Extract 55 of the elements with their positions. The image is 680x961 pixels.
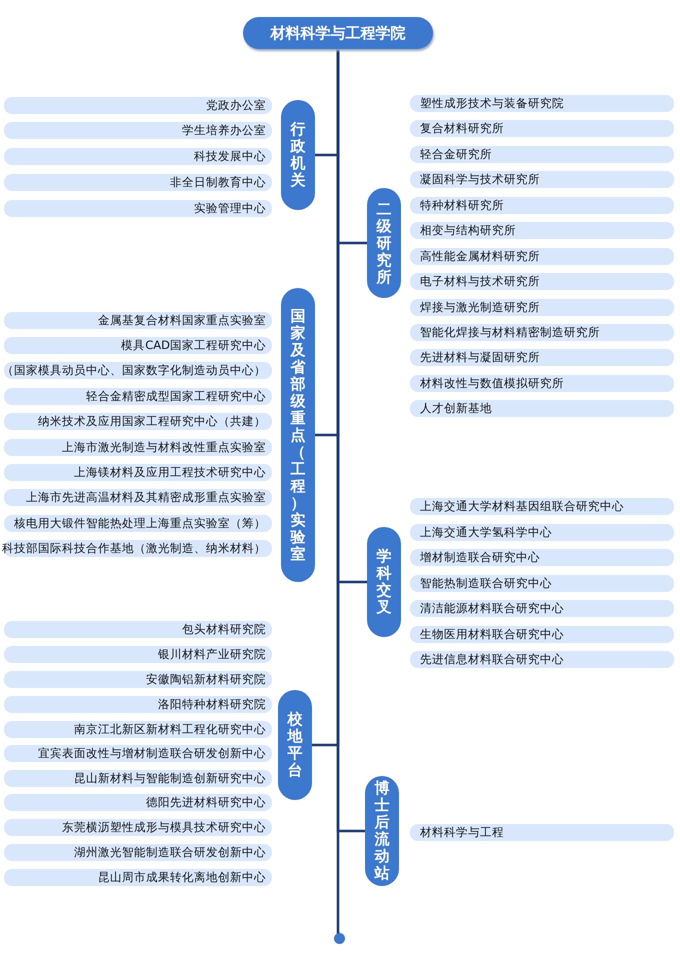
unit-bar: 科技发展中心 xyxy=(4,148,272,165)
unit-bar: 湖州激光智能制造联合研发创新中心 xyxy=(4,844,272,861)
category-pill: 行政机关 xyxy=(281,100,315,210)
unit-bar: 智能化焊接与材料精密制造研究所 xyxy=(410,324,674,341)
unit-bar: 包头材料研究院 xyxy=(4,621,272,638)
unit-bar: 清洁能源材料联合研究中心 xyxy=(410,600,674,617)
unit-bar: 非全日制教育中心 xyxy=(4,174,272,191)
unit-bar: 生物医用材料联合研究中心 xyxy=(410,626,674,643)
unit-bar: 轻合金研究所 xyxy=(410,146,674,163)
unit-bar: 昆山新材料与智能制造创新研究中心 xyxy=(4,770,272,787)
unit-bar: 轻合金精密成型国家工程研究中心 xyxy=(4,388,272,405)
unit-bar: 模具CAD国家工程研究中心 xyxy=(4,337,272,354)
unit-bar: 纳米技术及应用国家工程研究中心（共建） xyxy=(4,413,272,430)
unit-bar: 上海市激光制造与材料改性重点实验室 xyxy=(4,439,272,456)
unit-bar: 上海镁材料及应用工程技术研究中心 xyxy=(4,464,272,481)
unit-bar: 先进信息材料联合研究中心 xyxy=(410,651,674,668)
unit-bar: 实验管理中心 xyxy=(4,200,272,217)
category-pill: 博士后流动站 xyxy=(365,776,399,886)
unit-bar: 凝固科学与技术研究所 xyxy=(410,171,674,188)
unit-bar: 材料改性与数值模拟研究所 xyxy=(410,375,674,392)
unit-bar: 高性能金属材料研究所 xyxy=(410,248,674,265)
unit-bar: （国家模具动员中心、国家数字化制造动员中心） xyxy=(4,362,272,379)
unit-bar: 洛阳特种材料研究院 xyxy=(4,696,272,713)
unit-bar: 安徽陶铝新材料研究院 xyxy=(4,671,272,688)
end-dot xyxy=(334,933,345,944)
unit-bar: 塑性成形技术与装备研究院 xyxy=(410,95,674,112)
category-pill: 二级研究所 xyxy=(367,188,401,298)
unit-bar: 科技部国际科技合作基地（激光制造、纳米材料） xyxy=(4,540,272,557)
unit-bar: 学生培养办公室 xyxy=(4,122,272,139)
unit-bar: 上海交通大学氢科学中心 xyxy=(410,524,674,541)
unit-bar: 增材制造联合研究中心 xyxy=(410,549,674,566)
unit-bar: 核电用大锻件智能热处理上海重点实验室（筹） xyxy=(4,515,272,532)
unit-bar: 特种材料研究所 xyxy=(410,197,674,214)
unit-bar: 昆山周市成果转化离地创新中心 xyxy=(4,869,272,886)
unit-bar: 电子材料与技术研究所 xyxy=(410,273,674,290)
category-pill: 学科交叉 xyxy=(367,527,401,637)
title-pill: 材料科学与工程学院 xyxy=(243,17,433,49)
unit-bar: 智能热制造联合研究中心 xyxy=(410,575,674,592)
unit-bar: 上海市先进高温材料及其精密成形重点实验室 xyxy=(4,489,272,506)
unit-bar: 德阳先进材料研究中心 xyxy=(4,794,272,811)
unit-bar: 东莞横沥塑性成形与模具技术研究中心 xyxy=(4,819,272,836)
unit-bar: 焊接与激光制造研究所 xyxy=(410,299,674,316)
unit-bar: 材料科学与工程 xyxy=(410,824,674,841)
unit-bar: 宜宾表面改性与增材制造联合研发创新中心 xyxy=(4,745,272,762)
unit-bar: 南京江北新区新材料工程化研究中心 xyxy=(4,721,272,738)
unit-bar: 人才创新基地 xyxy=(410,400,674,417)
unit-bar: 复合材料研究所 xyxy=(410,120,674,137)
unit-bar: 银川材料产业研究院 xyxy=(4,646,272,663)
unit-bar: 相变与结构研究所 xyxy=(410,222,674,239)
unit-bar: 上海交通大学材料基因组联合研究中心 xyxy=(410,498,674,515)
category-pill: 国家及省部级重点（工程）实验室 xyxy=(281,288,315,582)
unit-bar: 先进材料与凝固研究所 xyxy=(410,349,674,366)
unit-bar: 金属基复合材料国家重点实验室 xyxy=(4,312,272,329)
unit-bar: 党政办公室 xyxy=(4,97,272,114)
category-pill: 校地平台 xyxy=(278,690,312,800)
